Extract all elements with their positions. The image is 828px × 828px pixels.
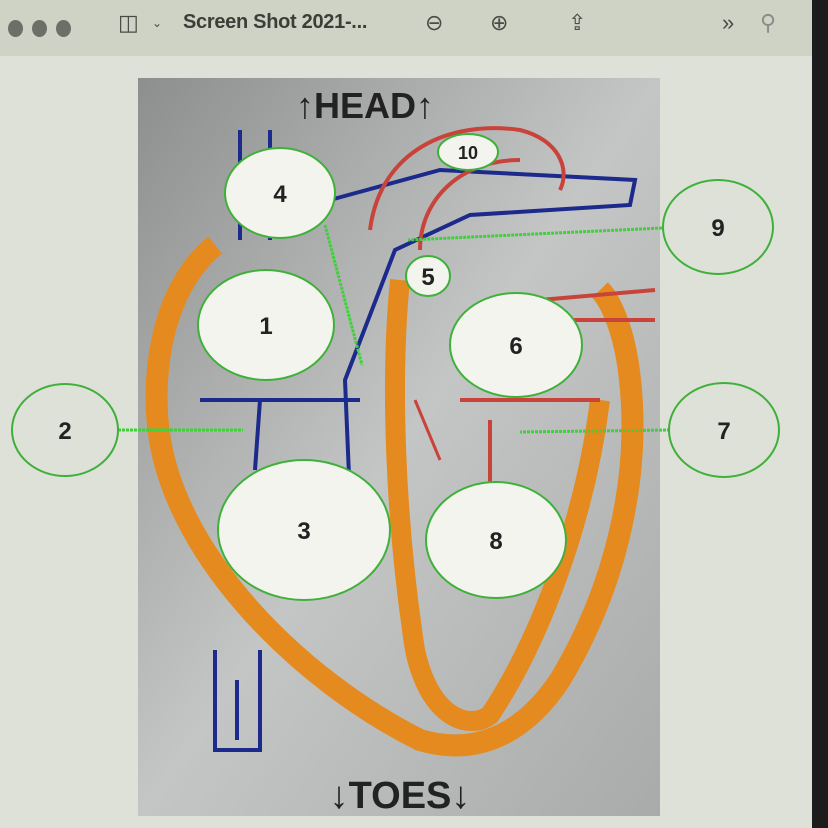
marker-5 (405, 255, 451, 297)
marker-10-label: 10 (458, 143, 478, 163)
marker-10 (437, 133, 499, 171)
pointer-9 (407, 226, 663, 242)
window-controls (8, 19, 71, 37)
window-title: Screen Shot 2021-... (183, 11, 368, 33)
screen-bezel (812, 0, 828, 828)
marker-5-label: 5 (421, 264, 434, 291)
marker-4 (224, 147, 336, 239)
marker-9-label: 9 (711, 215, 724, 242)
marker-6 (449, 292, 583, 398)
pulmonary-veins (460, 288, 656, 490)
marker-7 (668, 382, 780, 478)
marker-7-label: 7 (717, 418, 730, 445)
pointer-7 (519, 428, 671, 434)
marker-8-label: 8 (489, 528, 502, 555)
minimize-button[interactable] (32, 19, 47, 37)
flow-arrow (413, 399, 442, 461)
zoom-in-icon[interactable]: ⊕ (490, 10, 509, 35)
more-icon[interactable]: » (722, 10, 735, 35)
marker-3-label: 3 (297, 518, 310, 545)
sidebar-icon[interactable]: ◫ (118, 10, 139, 35)
marker-8 (425, 481, 567, 599)
zoom-button[interactable] (56, 19, 71, 37)
tricuspid-valve (200, 398, 360, 471)
chevron-down-icon[interactable]: ⌄ (152, 16, 163, 30)
heart-wall (145, 236, 644, 757)
marker-1-label: 1 (259, 313, 272, 340)
toes-label: ↓TOES↓ (330, 775, 471, 817)
window-toolbar: ◫ ⌄ Screen Shot 2021-... ⊖ ⊕ ⇪ » ⚲ (0, 0, 812, 56)
marker-4-label: 4 (273, 181, 287, 208)
marker-6-label: 6 (509, 333, 522, 360)
share-icon[interactable]: ⇪ (568, 10, 587, 35)
zoom-out-icon[interactable]: ⊖ (425, 10, 444, 35)
marker-1 (197, 269, 335, 381)
pointer-lines (118, 224, 671, 434)
marker-3 (217, 459, 391, 601)
marker-2 (11, 383, 119, 477)
pointer-4 (323, 224, 364, 366)
aorta (368, 126, 566, 251)
marker-9 (662, 179, 774, 275)
close-button[interactable] (8, 19, 23, 37)
head-label: ↑HEAD↑ (296, 85, 434, 126)
search-icon[interactable]: ⚲ (760, 10, 777, 35)
marker-2-label: 2 (58, 418, 71, 445)
